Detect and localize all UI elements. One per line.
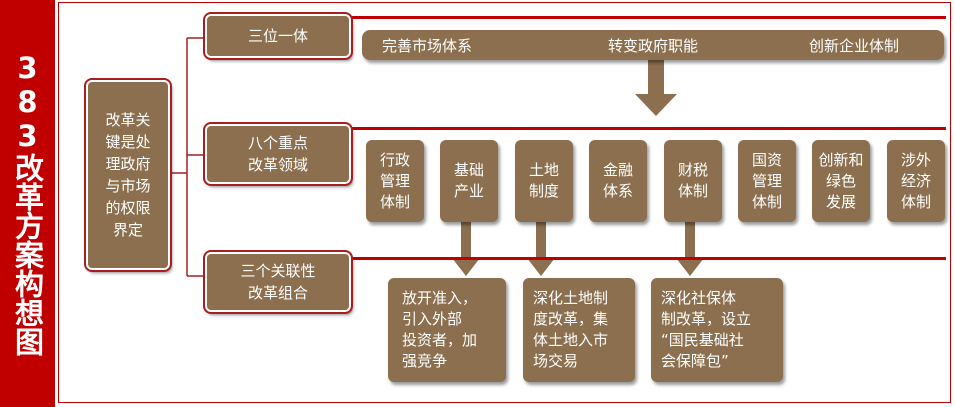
combo-card: 放开准入， 引入外部 投资者，加 强竞争 — [388, 278, 506, 382]
area-label: 财税 体制 — [677, 161, 708, 200]
goal-item: 创新企业体制 — [809, 37, 900, 55]
branch-label: 改革领域 — [247, 156, 308, 174]
area-label: 土地 制度 — [528, 161, 559, 200]
root-box: 改革关 键是处 理政府 与市场 的权限 界定 — [84, 78, 172, 272]
goal-item: 转变政府职能 — [608, 37, 699, 55]
root-line: 的权限 — [105, 199, 151, 217]
area-card: 国资 管理 体制 — [738, 140, 796, 222]
area-card: 基础 产业 — [440, 140, 498, 222]
root-line: 键是处 — [105, 133, 151, 151]
root-line: 改革关 — [105, 111, 151, 129]
combo-card: 深化社保体 制改革，设立 “国民基础社 会保障包” — [651, 278, 783, 382]
arrow-down-goals — [635, 60, 677, 116]
red-line-2 — [352, 127, 946, 130]
diagram-frame — [58, 2, 951, 403]
goal-item: 完善市场体系 — [382, 37, 473, 55]
arrow-down-1 — [452, 222, 480, 276]
area-label: 行政 管理 体制 — [379, 150, 410, 211]
arrow-down-2 — [527, 222, 555, 276]
root-line: 与市场 — [105, 177, 151, 195]
combo-label: 放开准入， 引入外部 投资者，加 强竞争 — [402, 289, 478, 370]
branch-eight-areas: 八个重点 改革领域 — [203, 122, 353, 186]
branch-label: 八个重点 — [247, 134, 308, 152]
area-label: 金融 体系 — [602, 161, 633, 200]
area-card: 土地 制度 — [515, 140, 573, 222]
branch-label: 三位一体 — [247, 27, 308, 45]
area-card: 金融 体系 — [589, 140, 647, 222]
root-line: 界定 — [112, 221, 143, 239]
branch-label: 三个关联性 — [240, 262, 316, 280]
sidebar-title-panel: 383改革方案构想图 — [0, 0, 55, 407]
combo-label: 深化社保体 制改革，设立 “国民基础社 会保障包” — [661, 289, 752, 370]
branch-three-in-one: 三位一体 — [203, 12, 353, 60]
area-label: 国资 管理 体制 — [751, 150, 782, 211]
branch-three-combos: 三个关联性 改革组合 — [203, 250, 353, 314]
combo-card: 深化土地制 度改革，集 体土地入市 场交易 — [523, 278, 635, 382]
area-card: 财税 体制 — [664, 140, 722, 222]
area-label: 创新和 绿色 发展 — [818, 150, 864, 211]
area-label: 涉外 经济 体制 — [900, 150, 931, 211]
arrow-down-3 — [676, 222, 704, 276]
area-label: 基础 产业 — [453, 161, 484, 200]
diagram-title: 383改革方案构想图 — [10, 51, 45, 356]
combo-label: 深化土地制 度改革，集 体土地入市 场交易 — [533, 289, 609, 370]
branch-label: 改革组合 — [247, 284, 308, 302]
area-card: 创新和 绿色 发展 — [812, 140, 870, 222]
red-line-1 — [352, 16, 946, 19]
red-line-3 — [352, 257, 946, 260]
area-card: 行政 管理 体制 — [366, 140, 424, 222]
area-card: 涉外 经济 体制 — [887, 140, 945, 222]
goals-banner: 完善市场体系 转变政府职能 创新企业体制 — [362, 30, 944, 60]
root-line: 理政府 — [105, 155, 151, 173]
